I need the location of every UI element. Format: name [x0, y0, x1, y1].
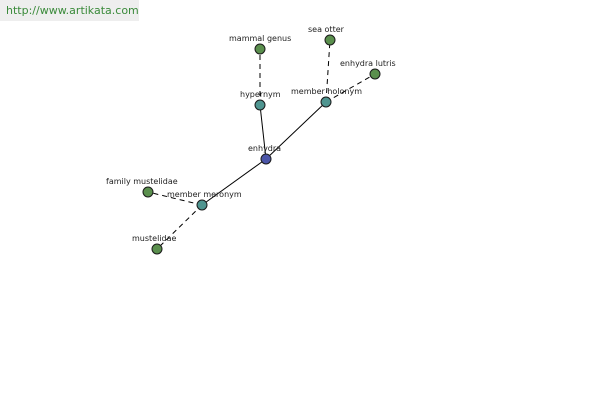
node-member-meronym[interactable]	[196, 199, 208, 211]
node-label-hypernym: hypernym	[240, 90, 281, 99]
node-mustelidae[interactable]	[151, 243, 163, 255]
edge-enhydra-to-member-meronym	[201, 158, 267, 206]
edge-member-meronym-to-family-mustelidae	[147, 191, 203, 206]
node-label-mammal-genus: mammal genus	[229, 34, 291, 43]
node-label-mustelidae: mustelidae	[132, 234, 177, 243]
node-enhydra[interactable]	[260, 153, 272, 165]
node-label-member-meronym: member meronym	[167, 190, 242, 199]
node-label-enhydra-lutris: enhydra lutris	[340, 59, 396, 68]
site-banner: http://www.artikata.com	[0, 0, 139, 21]
node-sea-otter[interactable]	[324, 34, 336, 46]
node-label-member-holonym: member holonym	[291, 87, 362, 96]
node-family-mustelidae[interactable]	[142, 186, 154, 198]
node-mammal-genus[interactable]	[254, 43, 266, 55]
edges-layer	[147, 39, 376, 250]
labels-layer: enhydra hypernym member holonym member mero…	[106, 25, 396, 243]
node-label-sea-otter: sea otter	[308, 25, 345, 34]
edge-member-holonym-to-enhydra-lutris	[325, 73, 376, 103]
nodes-layer	[142, 34, 381, 255]
node-hypernym[interactable]	[254, 99, 266, 111]
edge-member-meronym-to-mustelidae	[156, 204, 203, 250]
site-url-link[interactable]: http://www.artikata.com	[6, 4, 139, 17]
node-label-family-mustelidae: family mustelidae	[106, 177, 178, 186]
node-enhydra-lutris[interactable]	[369, 68, 381, 80]
edge-enhydra-to-hypernym	[259, 104, 267, 160]
node-label-enhydra: enhydra	[248, 144, 281, 153]
edge-member-holonym-to-sea-otter	[325, 39, 331, 103]
node-member-holonym[interactable]	[320, 96, 332, 108]
edge-enhydra-to-member-holonym	[265, 101, 327, 160]
